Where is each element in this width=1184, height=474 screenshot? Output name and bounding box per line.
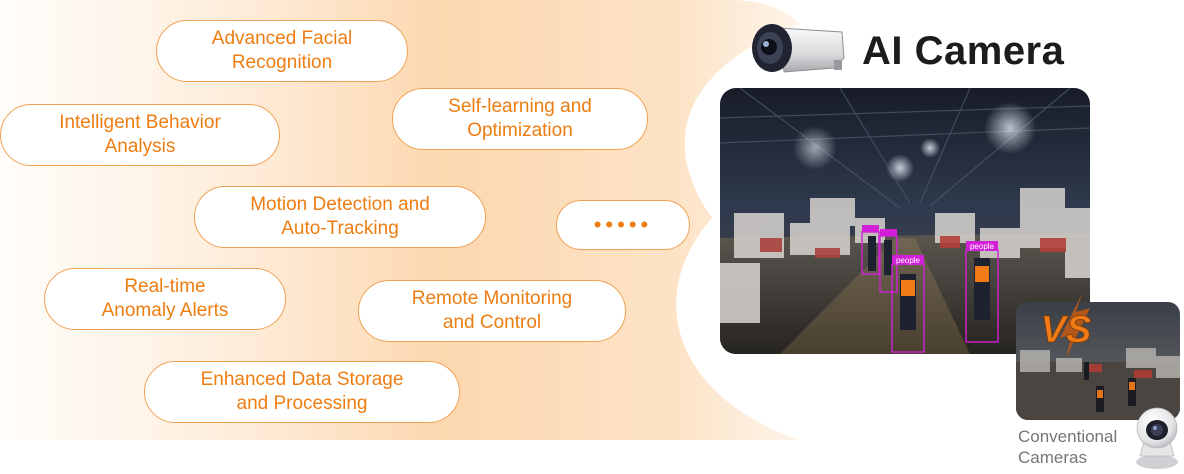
feature-text-line: Recognition <box>231 52 333 73</box>
ellipsis-dots: ••••• <box>593 212 653 237</box>
dome-camera-icon <box>1136 407 1178 469</box>
feature-remote-monitoring[interactable]: Remote Monitoring and Control <box>358 280 626 342</box>
feature-text-line: and Control <box>442 312 542 333</box>
detection-label-people: people <box>896 256 921 265</box>
feature-data-storage[interactable]: Enhanced Data Storage and Processing <box>144 361 460 423</box>
feature-text-line: Optimization <box>467 120 573 141</box>
feature-text-line: Enhanced Data Storage <box>200 369 404 390</box>
feature-more-ellipsis[interactable]: ••••• <box>556 200 690 250</box>
ai-camera-title: AI Camera <box>862 29 1065 73</box>
conventional-camera-view <box>1016 302 1180 420</box>
vs-label: VS <box>1041 309 1092 351</box>
feature-text-line: Remote Monitoring <box>411 288 573 309</box>
label-line: Cameras <box>1018 448 1087 467</box>
feature-text-line: Analysis <box>104 136 176 157</box>
feature-text-line: Intelligent Behavior <box>59 112 221 133</box>
conventional-cameras-label: Conventional Cameras <box>1018 426 1148 468</box>
feature-text-line: Anomaly Alerts <box>101 300 229 321</box>
ai-camera-warehouse-view: people people <box>720 88 1090 354</box>
feature-text-line: and Processing <box>236 393 368 414</box>
feature-text-line: Advanced Facial <box>211 28 353 49</box>
bullet-camera-icon <box>752 24 845 73</box>
label-line: Conventional <box>1018 427 1118 446</box>
feature-text-line: Auto-Tracking <box>281 218 399 239</box>
detection-label-people: people <box>970 242 995 251</box>
vs-badge-icon: VS <box>1040 294 1092 358</box>
feature-text-line: Real-time <box>124 276 206 297</box>
feature-text-line: Self-learning and <box>448 96 592 117</box>
feature-text-line: Motion Detection and <box>250 194 430 215</box>
